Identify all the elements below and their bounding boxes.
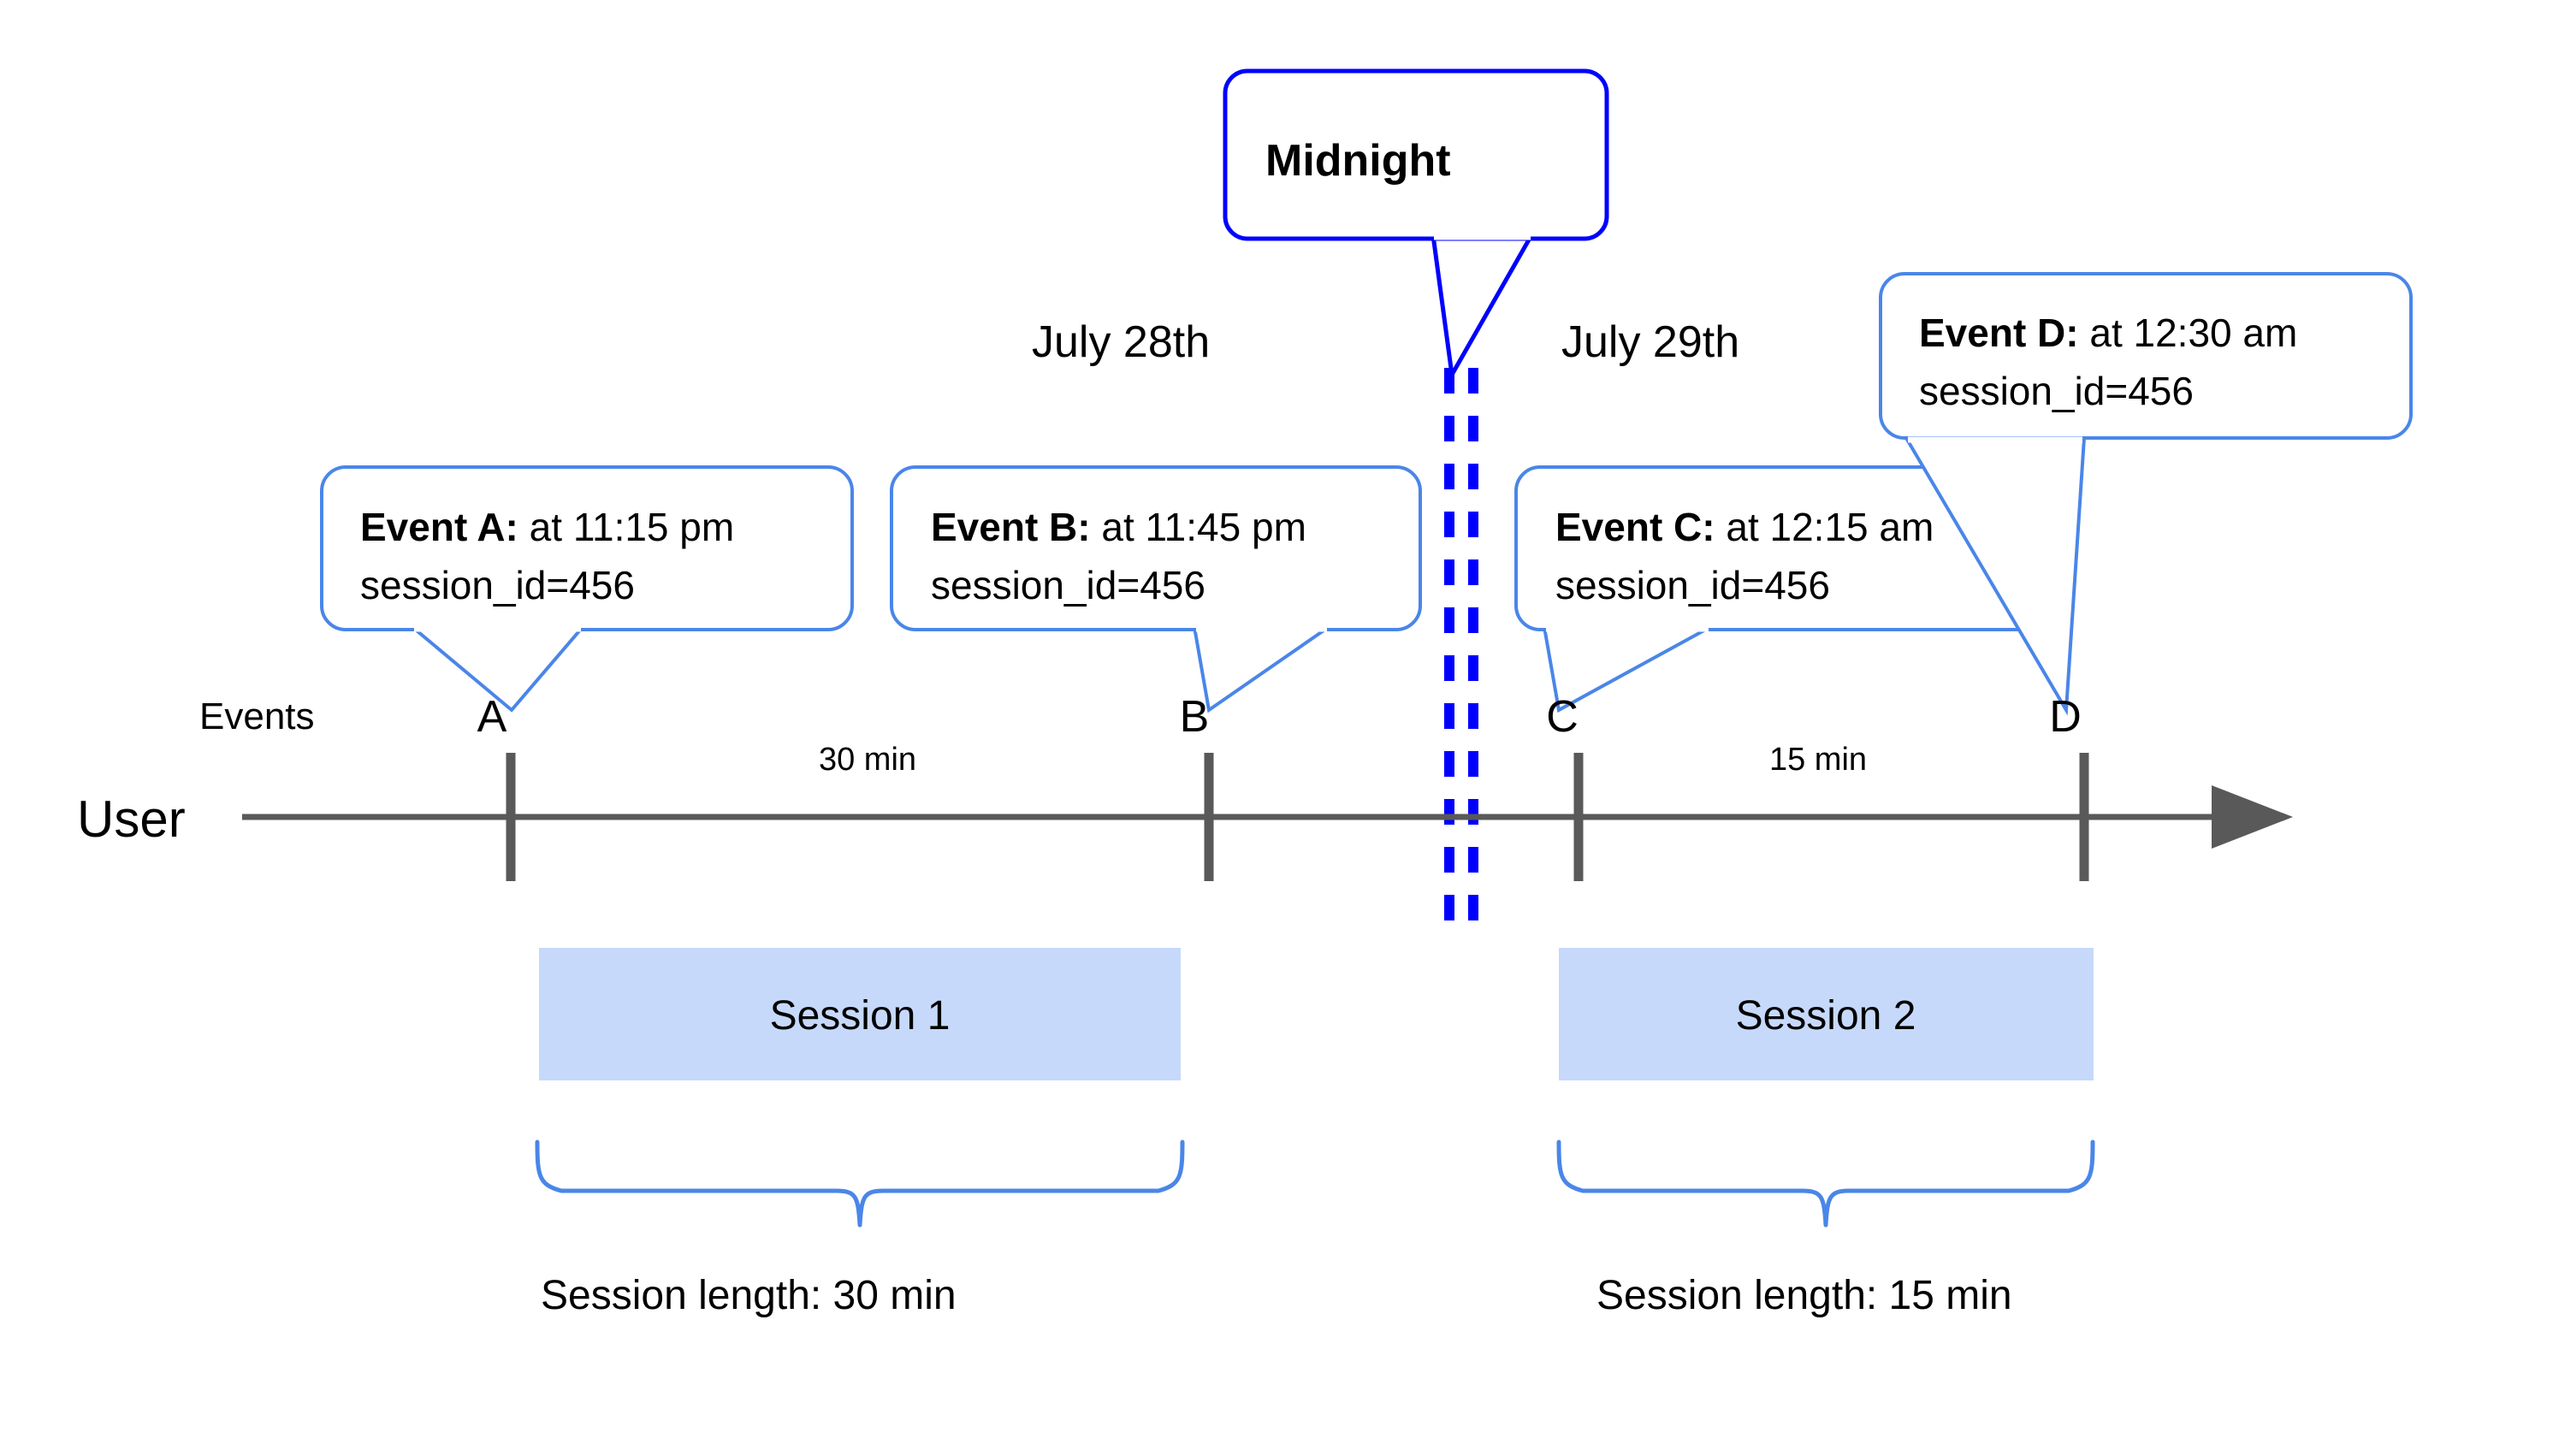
duration-label-15min: 15 min <box>1769 742 1867 778</box>
event-callout-c-line1: Event C: at 12:15 am <box>1555 505 1934 549</box>
event-callout-c[interactable]: Event C: at 12:15 am session_id=456 <box>1514 465 2048 713</box>
event-callout-d[interactable]: Event D: at 12:30 am session_id=456 <box>1879 272 2413 716</box>
event-marker-label-c: C <box>1546 692 1579 742</box>
duration-label-30min: 30 min <box>819 742 916 778</box>
date-label-july-29: July 29th <box>1561 317 1739 367</box>
event-callout-c-line2: session_id=456 <box>1555 563 1830 607</box>
session-bar-1[interactable]: Session 1 <box>539 948 1181 1080</box>
session-length-label-2: Session length: 15 min <box>1596 1273 2012 1318</box>
midnight-divider <box>1444 368 1478 928</box>
event-callout-a-rest: at 11:15 pm <box>518 505 734 549</box>
session-length-label-1: Session length: 30 min <box>541 1273 957 1318</box>
event-marker-label-d: D <box>2049 692 2082 742</box>
event-callout-a[interactable]: Event A: at 11:15 pm session_id=456 <box>320 465 854 713</box>
event-callout-a-line2: session_id=456 <box>360 563 635 607</box>
date-label-july-28: July 28th <box>1032 317 1210 367</box>
event-callout-d-line2: session_id=456 <box>1919 369 2194 413</box>
midnight-callout: Midnight <box>1223 68 1609 382</box>
event-callout-d-box <box>1879 272 2413 440</box>
session-bar-2-rect <box>1559 948 2094 1080</box>
timeline-axis <box>242 785 2293 849</box>
event-callout-a-bold: Event A: <box>360 505 518 549</box>
event-callout-b-rest: at 11:45 pm <box>1091 505 1306 549</box>
timeline-arrow-icon <box>2212 785 2293 849</box>
event-callout-c-rest: at 12:15 am <box>1715 505 1934 549</box>
event-callout-b-line1: Event B: at 11:45 pm <box>931 505 1306 549</box>
event-callout-b-box <box>890 465 1422 631</box>
event-callout-a-line1: Event A: at 11:15 pm <box>360 505 734 549</box>
event-callout-d-line1: Event D: at 12:30 am <box>1919 311 2297 355</box>
midnight-label: Midnight <box>1265 136 1451 186</box>
event-callout-d-rest: at 12:30 am <box>2079 311 2298 355</box>
midnight-callout-box <box>1223 68 1609 241</box>
event-marker-label-b: B <box>1180 692 1210 742</box>
session-bar-1-rect <box>539 948 1181 1080</box>
event-callout-b-line2: session_id=456 <box>931 563 1205 607</box>
event-callout-b[interactable]: Event B: at 11:45 pm session_id=456 <box>890 465 1422 713</box>
midnight-callout-tail <box>1431 233 1536 382</box>
session-bar-2-label: Session 2 <box>1736 993 1916 1039</box>
session-bar-2[interactable]: Session 2 <box>1559 948 2094 1080</box>
brace-session-1 <box>535 1139 1185 1228</box>
timeline-ticks <box>506 753 2089 881</box>
event-callout-c-bold: Event C: <box>1555 505 1715 549</box>
event-callout-b-tail <box>1192 625 1335 713</box>
session-bar-1-label: Session 1 <box>770 993 951 1039</box>
row-label-user: User <box>77 790 186 848</box>
event-callout-a-box <box>320 465 854 631</box>
event-callout-d-bold: Event D: <box>1919 311 2079 355</box>
brace-session-2 <box>1556 1139 2095 1228</box>
event-marker-label-a: A <box>477 692 507 742</box>
row-label-events: Events <box>199 695 315 737</box>
event-callout-b-bold: Event B: <box>931 505 1091 549</box>
